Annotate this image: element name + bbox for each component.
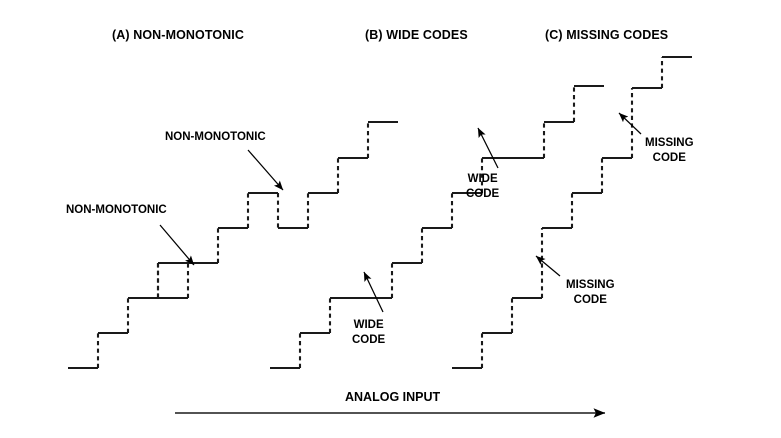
analog-input-axis-label: ANALOG INPUT bbox=[345, 390, 441, 404]
callout-arrow-c-0 bbox=[535, 255, 561, 277]
callout-label-b-1: WIDE CODE bbox=[466, 173, 500, 200]
callout-label-b-0: WIDE CODE bbox=[352, 319, 386, 346]
callout-label-c-0: MISSING CODE bbox=[566, 279, 615, 306]
callout-arrow-b-1 bbox=[477, 127, 499, 169]
callout-label-a-1: NON-MONOTONIC bbox=[165, 131, 266, 143]
callout-arrow-a-0 bbox=[159, 224, 195, 266]
panel-title-c: (C) MISSING CODES bbox=[545, 28, 669, 42]
staircase-c bbox=[452, 55, 692, 370]
panel-title-a: (A) NON-MONOTONIC bbox=[112, 28, 245, 42]
panel-title-b: (B) WIDE CODES bbox=[365, 28, 468, 42]
staircase-a bbox=[68, 120, 398, 370]
callout-arrow-b-0 bbox=[363, 271, 384, 313]
callout-arrow-a-1 bbox=[247, 149, 284, 191]
callout-label-c-1: MISSING CODE bbox=[645, 137, 694, 164]
callout-label-a-0: NON-MONOTONIC bbox=[66, 204, 167, 216]
callout-arrow-c-1 bbox=[618, 112, 642, 135]
